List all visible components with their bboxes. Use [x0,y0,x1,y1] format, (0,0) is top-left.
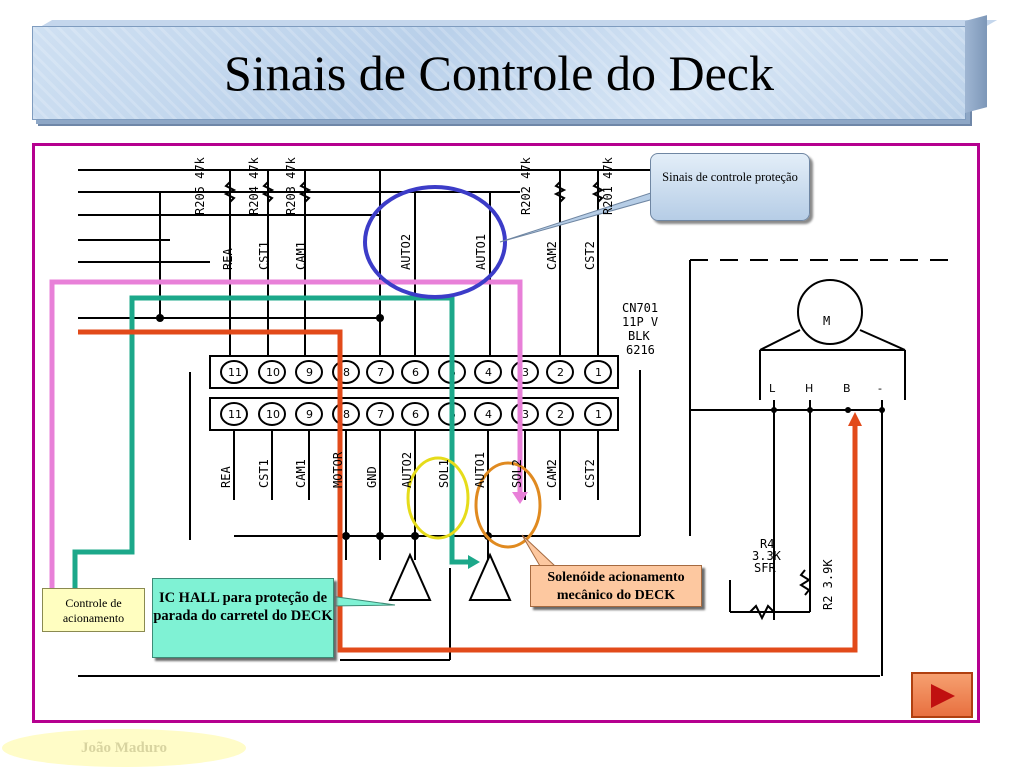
connector-label: CN701 11P V BLK 6216 [622,301,658,357]
svg-text:R4: R4 [760,537,774,551]
connector-pin [366,402,394,426]
pin-number: 7 [377,366,384,379]
connector-pin [401,360,429,384]
pin-number: 6 [412,408,419,421]
pin-number: 8 [343,408,350,421]
svg-text:3.3K: 3.3K [752,549,782,563]
top-signal-label: CST1 [257,241,271,270]
hall-ic-circle [406,456,470,540]
bottom-signal-label: SOL2 [510,459,524,488]
connector-pin [474,402,502,426]
connector-pin [546,402,574,426]
connector-pin [546,360,574,384]
pin-number: 1 [595,366,602,379]
solenoid-circle [474,461,542,549]
connector-pin [258,360,286,384]
protection-signals-circle [363,185,507,299]
connector-pin [474,360,502,384]
next-slide-button[interactable] [911,672,973,718]
svg-text:B: B [843,382,851,395]
connector-pin [584,402,612,426]
resistor-labels-left: R205 47k R204 47k R203 47k [193,156,298,215]
pin-number: 2 [557,366,564,379]
pin-number: 8 [343,366,350,379]
title-bar: Sinais de Controle do Deck [32,26,966,120]
bottom-signal-label: AUTO2 [400,452,414,488]
connector-pin [366,360,394,384]
top-signal-label: AUTO2 [399,234,413,270]
connector-pin [220,360,248,384]
resistor-label: R202 47k [519,156,533,215]
bottom-signal-label: CST2 [583,459,597,488]
pin-number: 3 [522,408,529,421]
pin-number: 10 [266,408,280,421]
motor-terminal-labels: L H B - [769,382,882,395]
bottom-signal-label: REA [219,466,233,488]
pin-number: 2 [557,408,564,421]
svg-text:6216: 6216 [626,343,655,357]
ic-hall-callout: IC HALL para proteção de parada do carre… [152,578,334,658]
bottom-signal-label: CAM1 [294,459,308,488]
resistor-label: R204 47k [247,156,261,215]
pin-number: 10 [266,366,280,379]
connector-pin [220,402,248,426]
resistor-label: R201 47k [601,156,615,215]
top-signal-label: CST2 [583,241,597,270]
svg-text:CN701: CN701 [622,301,658,315]
top-signal-label: REA [221,248,235,270]
svg-text:BLK: BLK [628,329,650,343]
svg-text:SFR: SFR [754,561,776,575]
connector-pin [295,360,323,384]
connector-pin [584,360,612,384]
svg-text:L: L [769,382,776,395]
bottom-signal-label: CAM2 [545,459,559,488]
play-arrow-icon [931,684,955,708]
top-signal-label: CAM2 [545,241,559,270]
bottom-signal-label: MOTOR [331,451,345,488]
bottom-signal-label: CST1 [257,459,271,488]
resistor-label: R203 47k [284,156,298,215]
pin-number: 11 [228,408,242,421]
pin-number: 3 [522,366,529,379]
connector-pin [258,402,286,426]
resistor-labels-right: R202 47k R201 47k [519,156,615,215]
svg-text:H: H [805,382,813,395]
top-signal-labels: REA CST1 CAM1 AUTO2 AUTO1 CAM2 CST2 [221,234,597,270]
r4-label: R4 3.3K SFR [752,537,782,575]
bottom-signal-labels: REA CST1 CAM1 MOTOR GND AUTO2 SOL1 AUTO1 SOL2 CAM… [219,451,597,488]
pin-number: 9 [306,366,313,379]
diagram-frame [32,143,980,723]
r2-label: R2 3.9K [821,559,835,610]
resistor-label: R205 47k [193,156,207,215]
bottom-signal-label: SOL1 [437,459,451,488]
pin-number: 1 [595,408,602,421]
signals-callout: Sinais de controle proteção [650,153,810,221]
bottom-signal-label: AUTO1 [473,452,487,488]
red-wire [78,329,858,653]
top-signal-label: CAM1 [294,241,308,270]
pink-wire [49,279,523,610]
slide-title: Sinais de Controle do Deck [224,45,774,101]
pin-number: 4 [485,366,492,379]
control-callout: Controle de acionamento [42,588,145,632]
connector-pin [401,402,429,426]
connector-pin [295,402,323,426]
pin-number: 7 [377,408,384,421]
solenoid-callout: Solenóide acionamento mecânico do DECK [530,565,702,607]
top-signal-label: AUTO1 [474,234,488,270]
author-footer: João Maduro [2,729,246,767]
pin-number: 9 [306,408,313,421]
pin-number: 11 [228,366,242,379]
teal-wire [72,295,472,592]
svg-text:-: - [878,382,882,395]
motor-symbol: M [823,314,830,328]
pin-number: 6 [412,366,419,379]
bottom-signal-label: GND [365,466,379,488]
svg-text:11P V: 11P V [622,315,658,329]
pin-number: 4 [485,408,492,421]
